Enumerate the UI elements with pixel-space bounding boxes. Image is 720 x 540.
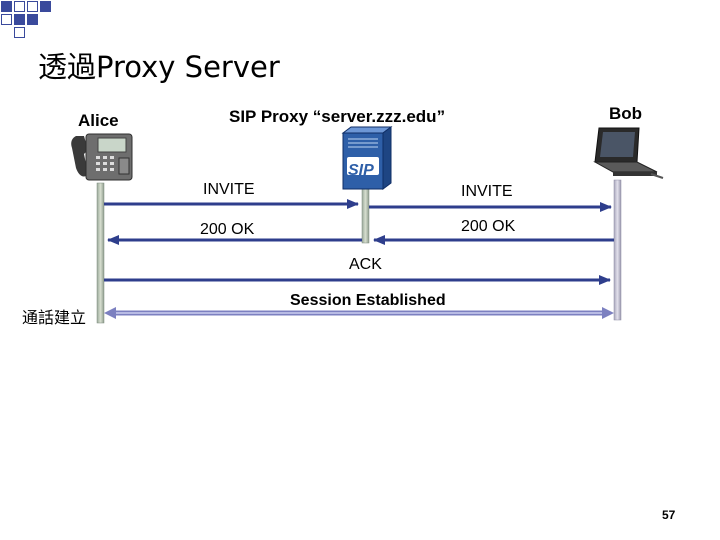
corner-square — [1, 14, 12, 25]
label-ack: ACK — [349, 256, 382, 273]
label-200ok-2: 200 OK — [200, 221, 255, 238]
corner-square — [14, 27, 25, 38]
slide-title: 透過Proxy Server — [38, 50, 280, 84]
label-invite-2: INVITE — [461, 183, 513, 200]
proxy-label: SIP Proxy “server.zzz.edu” — [229, 107, 446, 126]
bob-lifeline — [613, 179, 622, 321]
alice-label: Alice — [78, 111, 119, 130]
page-number: 57 — [662, 508, 676, 522]
label-session-established: Session Established — [290, 292, 446, 309]
label-invite-1: INVITE — [203, 181, 255, 198]
corner-square — [1, 1, 12, 12]
corner-square — [14, 1, 25, 12]
label-200ok-1: 200 OK — [461, 218, 516, 235]
corner-square — [27, 1, 38, 12]
call-established-note: 通話建立 — [22, 308, 87, 327]
laptop-icon — [593, 127, 664, 179]
ip-phone-icon — [71, 133, 133, 181]
bob-label: Bob — [609, 104, 643, 123]
proxy-lifeline — [361, 184, 370, 244]
sip-server-icon — [341, 126, 393, 190]
message-session-established — [104, 307, 614, 319]
corner-square — [14, 14, 25, 25]
alice-lifeline — [96, 182, 105, 324]
sip-logo-text: SIP — [348, 162, 374, 179]
corner-square — [27, 14, 38, 25]
corner-square — [40, 1, 51, 12]
